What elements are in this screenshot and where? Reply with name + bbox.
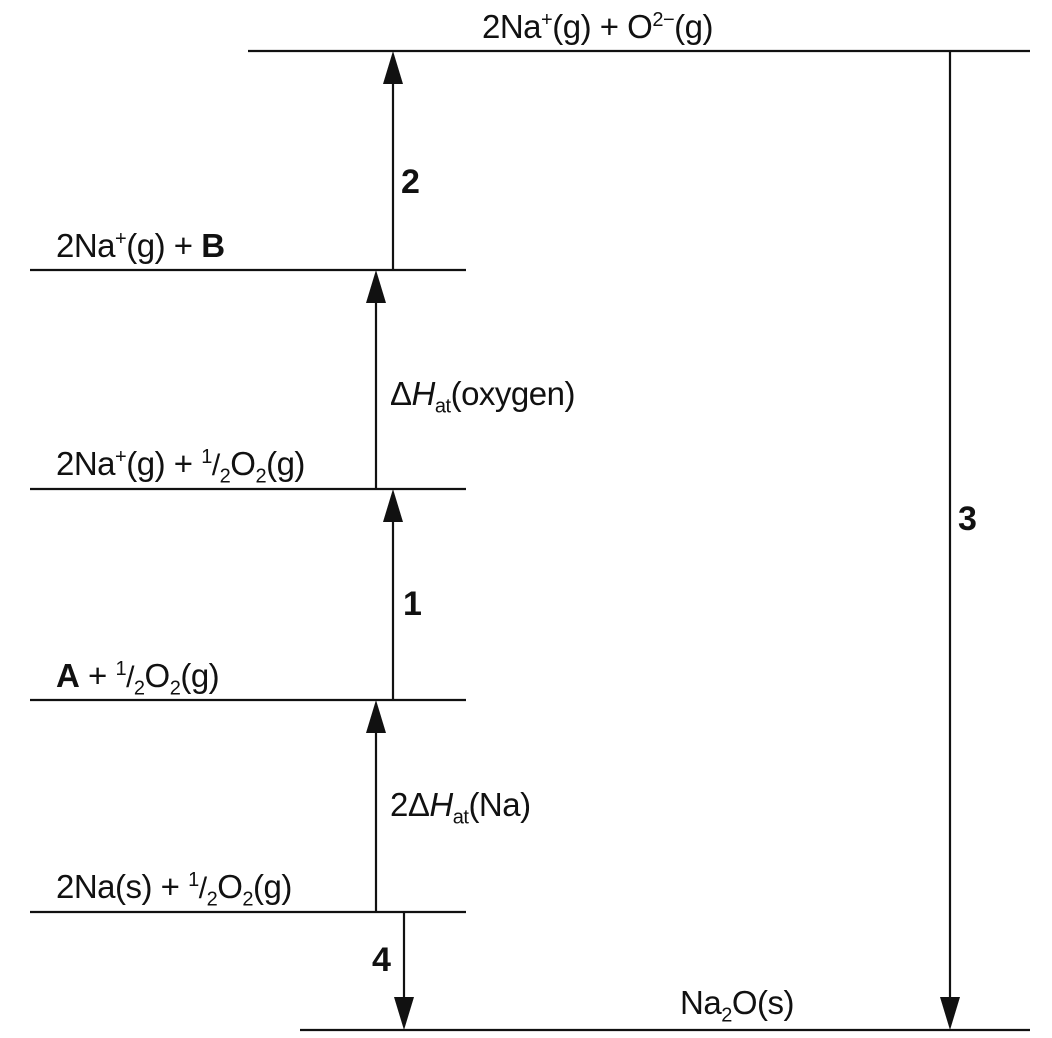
text-part: 2Na(s) + [56, 868, 189, 905]
text-part: O [230, 445, 256, 482]
superscript: 2− [652, 9, 675, 31]
text-part: (g) [266, 445, 305, 482]
fraction-numerator: 1 [201, 446, 212, 468]
text-part: + [79, 657, 116, 694]
text-part: (g) [180, 657, 220, 694]
arrow-dh-oxygen-head [366, 270, 386, 303]
text-part: (g) [674, 8, 713, 45]
fraction-denominator: 2 [133, 677, 145, 700]
subscript: at [452, 806, 469, 829]
fraction-slash: / [126, 661, 134, 694]
level-label-b: 2Na+(g) + B [56, 229, 225, 262]
arrow-2-head [383, 51, 403, 84]
subscript: 2 [242, 888, 254, 911]
fraction-denominator: 2 [219, 465, 231, 488]
fraction-slash: / [211, 449, 220, 482]
step-2-label: 2 [401, 163, 420, 201]
level-label-na-solid: 2Na(s) + 1/2O2(g) [56, 868, 292, 910]
delta-symbol: 2Δ [390, 786, 430, 823]
enthalpy-symbol: H [429, 786, 453, 823]
fraction-slash: / [198, 872, 207, 905]
superscript: + [541, 9, 553, 31]
text-part: (g) [253, 868, 292, 905]
text-part: (Na) [468, 786, 531, 823]
step-4-label: 4 [372, 941, 391, 979]
text-part: O [144, 657, 171, 694]
text-part: (oxygen) [450, 375, 576, 412]
subscript: 2 [169, 677, 181, 700]
text-part: 2Na [56, 227, 116, 264]
level-label-top: 2Na+(g) + O2−(g) [482, 10, 713, 43]
step-1-label: 1 [403, 585, 422, 623]
superscript: + [115, 446, 127, 468]
text-part: 2Na [56, 445, 116, 482]
text-part: O [217, 868, 243, 905]
text-part: (g) + O [552, 8, 653, 45]
arrow-1-head [383, 489, 403, 522]
subscript: at [434, 395, 451, 418]
text-part: (g) + [126, 227, 202, 264]
text-part: O(s) [731, 984, 795, 1021]
subscript: 2 [721, 1004, 732, 1027]
arrow-dh-na-head [366, 700, 386, 733]
delta-symbol: Δ [390, 375, 412, 412]
species-a: A [56, 657, 80, 694]
text-part: Na [680, 984, 722, 1021]
arrow-3-head [940, 997, 960, 1030]
subscript: 2 [255, 465, 267, 488]
superscript: + [115, 228, 127, 250]
step-3-label: 3 [958, 500, 977, 538]
level-label-bottom: Na2O(s) [680, 984, 795, 1026]
text-part: (g) + [126, 445, 202, 482]
species-b: B [201, 227, 225, 264]
dh-na-label: 2ΔHat(Na) [390, 786, 531, 828]
enthalpy-symbol: H [411, 375, 436, 412]
text-part: 2Na [482, 8, 542, 45]
level-label-a: A + 1/2O2(g) [56, 657, 220, 699]
level-label-o2: 2Na+(g) + 1/2O2(g) [56, 445, 305, 487]
fraction-numerator: 1 [115, 658, 127, 680]
fraction-denominator: 2 [206, 888, 218, 911]
dh-oxygen-label: ΔHat(oxygen) [390, 375, 576, 417]
arrow-4-head [394, 997, 414, 1030]
fraction-numerator: 1 [188, 869, 199, 891]
